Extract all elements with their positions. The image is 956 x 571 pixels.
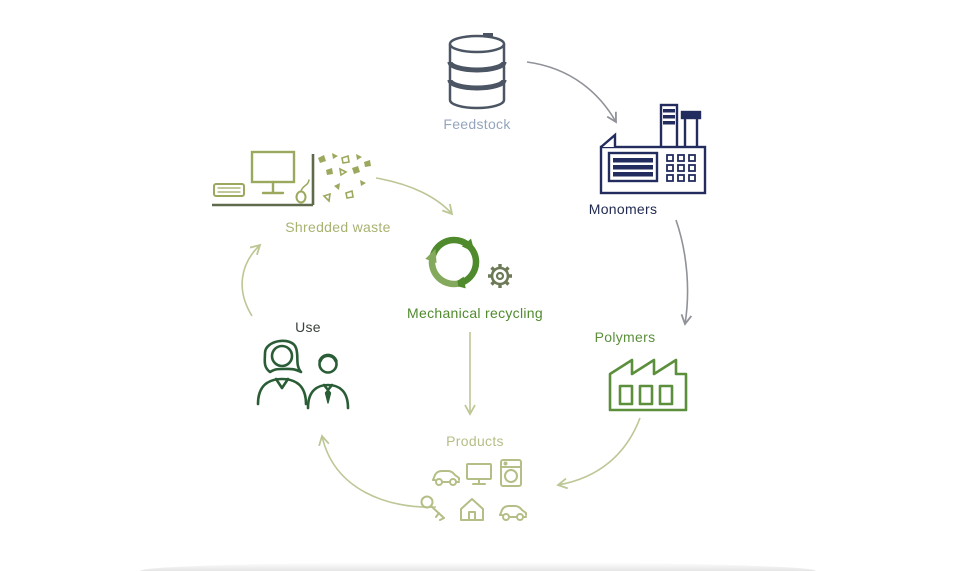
oil-drum-icon <box>447 33 507 110</box>
node-mechanical-recycling <box>416 224 516 304</box>
recycling-arrows-gear-icon <box>425 236 512 289</box>
house-icon <box>460 498 484 521</box>
car-icon <box>432 470 460 486</box>
bottom-shadow <box>140 562 816 571</box>
node-monomers <box>597 97 712 195</box>
arrow-use-to-shredded-waste <box>241 243 262 317</box>
mouse-icon <box>295 190 307 204</box>
node-label-monomers: Monomers <box>588 201 658 217</box>
node-label-use: Use <box>295 319 321 335</box>
node-feedstock <box>446 32 508 112</box>
node-label-polymers: Polymers <box>594 329 656 345</box>
node-label-mechanical-recycling: Mechanical recycling <box>407 305 543 321</box>
washing-machine-icon <box>500 459 522 487</box>
node-products <box>415 456 535 526</box>
recycling-arrows-icon <box>425 236 480 289</box>
car-icon <box>499 505 527 521</box>
factory-green-icon <box>608 358 688 412</box>
arrow-polymers-to-products <box>556 417 641 490</box>
desk-icon <box>212 154 315 207</box>
node-polymers <box>606 348 690 414</box>
shredded-pieces-icon <box>318 153 371 190</box>
node-label-feedstock: Feedstock <box>443 116 511 132</box>
arrow-shredded-waste-to-recycling <box>375 177 454 216</box>
keyboard-icon <box>213 183 245 197</box>
node-label-shredded-waste: Shredded waste <box>285 219 391 235</box>
factory-dark-icon <box>599 103 707 195</box>
people-icon <box>256 339 350 410</box>
node-use <box>240 332 365 410</box>
computer-waste-icon <box>212 150 371 207</box>
gear-icon <box>488 264 512 288</box>
arrow-monomers-to-polymers <box>675 219 693 326</box>
key-icon <box>420 495 445 521</box>
node-shredded-waste <box>212 150 372 212</box>
monitor-icon <box>466 463 492 485</box>
monitor-icon <box>250 150 296 184</box>
node-label-products: Products <box>446 433 504 449</box>
